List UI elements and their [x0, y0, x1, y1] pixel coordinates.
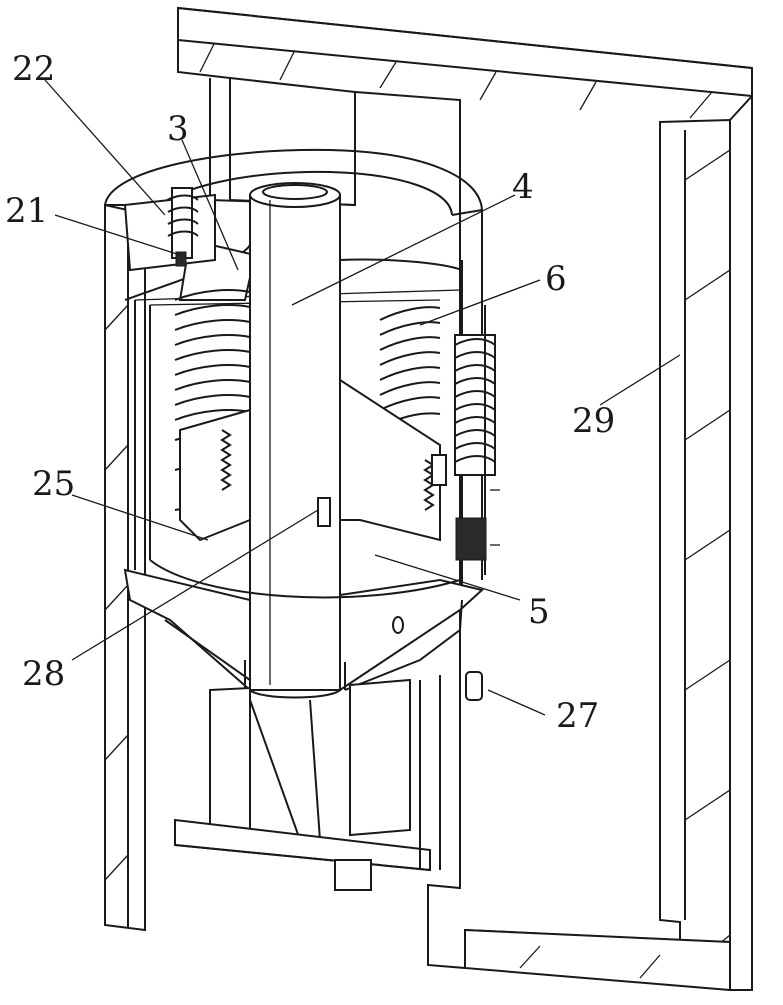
central-shaft — [249, 182, 341, 699]
top-spring-assembly — [123, 187, 216, 272]
leader-lines — [44, 79, 681, 716]
callout-27: 27 — [556, 696, 599, 736]
callout-3: 3 — [167, 109, 189, 149]
callout-28: 28 — [22, 654, 65, 694]
lower-hopper — [123, 559, 485, 693]
callout-22: 22 — [12, 49, 55, 89]
right-spiral — [379, 306, 441, 426]
callout-6: 6 — [545, 259, 567, 299]
callout-4: 4 — [512, 167, 534, 207]
callout-5: 5 — [528, 592, 550, 632]
outer-housing — [177, 6, 753, 992]
callout-29: 29 — [572, 401, 615, 441]
callout-21: 21 — [5, 191, 48, 231]
base-assembly — [174, 671, 483, 891]
baffles — [179, 378, 447, 542]
side-spring-stack — [454, 305, 500, 575]
callout-labels: 22 3 21 4 6 29 25 5 28 27 — [5, 49, 615, 736]
callout-25: 25 — [32, 464, 75, 504]
